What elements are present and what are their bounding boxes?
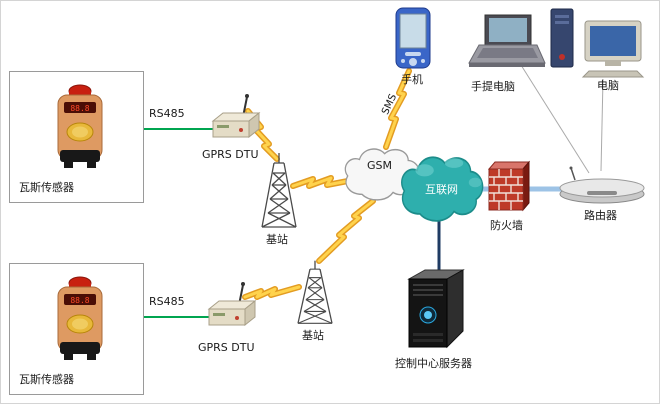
- internet-label: 互联网: [425, 183, 458, 196]
- phone-label: 手机: [401, 73, 423, 86]
- gprs-dtu-icon: [207, 282, 257, 327]
- control-server: [401, 267, 471, 353]
- cell-tower-icon: [297, 260, 333, 324]
- station2-label: 基站: [302, 329, 324, 342]
- sensor1-label: 瓦斯传感器: [19, 181, 74, 194]
- gprs-dtu1: [207, 93, 263, 147]
- gprs-dtu2: [203, 281, 259, 335]
- sensor1-box: 88.8: [9, 71, 144, 203]
- sensor2-box: 88.8: [9, 263, 144, 395]
- base-station1: [257, 151, 301, 229]
- dtu2-label: GPRS DTU: [198, 341, 255, 354]
- lightning-sms: [384, 69, 411, 149]
- lightning-gsm-station2: [317, 199, 375, 263]
- firewall-label: 防火墙: [490, 219, 523, 232]
- svg-text:88.8: 88.8: [70, 104, 89, 113]
- base-station2: [293, 259, 337, 325]
- router: [557, 165, 647, 205]
- gsm-cloud: [341, 144, 425, 204]
- server-icon: [407, 269, 465, 349]
- lightning-bolts: [242, 68, 412, 300]
- gas-sensor-icon: 88.8: [57, 84, 103, 168]
- dtu1-label: GPRS DTU: [202, 148, 259, 161]
- firewall: [487, 157, 531, 215]
- internet-cloud-icon: [401, 156, 484, 222]
- router-desktop-line: [600, 78, 604, 172]
- cell-tower-icon: [261, 153, 297, 228]
- station1-label: 基站: [266, 233, 288, 246]
- lightning-dtu2-station2: [243, 285, 301, 299]
- mobile-phone: [393, 7, 433, 69]
- internet-cloud: [397, 151, 489, 226]
- rs485-label-1: RS485: [149, 107, 185, 120]
- router-icon: [559, 166, 645, 204]
- laptop-label: 手提电脑: [471, 80, 515, 93]
- gas-sensor-icon: 88.8: [57, 276, 103, 360]
- router-label: 路由器: [584, 209, 617, 222]
- sensor2-label: 瓦斯传感器: [19, 373, 74, 386]
- router-laptop-line: [520, 64, 590, 174]
- lightning-station1-gsm: [291, 176, 355, 188]
- desktop-computer: [549, 7, 646, 79]
- gsm-cloud-icon: [344, 148, 420, 201]
- desktop-computer-icon: [550, 8, 645, 78]
- laptop-icon: [468, 14, 546, 67]
- firewall-icon: [487, 160, 531, 212]
- rs485-label-2: RS485: [149, 295, 185, 308]
- svg-text:88.8: 88.8: [70, 296, 89, 305]
- gprs-dtu-icon: [211, 94, 261, 139]
- server-label: 控制中心服务器: [395, 357, 472, 370]
- laptop: [465, 13, 547, 71]
- pda-phone-icon: [395, 7, 431, 69]
- desktop-label: 电脑: [597, 79, 619, 92]
- gsm-label: GSM: [367, 159, 392, 172]
